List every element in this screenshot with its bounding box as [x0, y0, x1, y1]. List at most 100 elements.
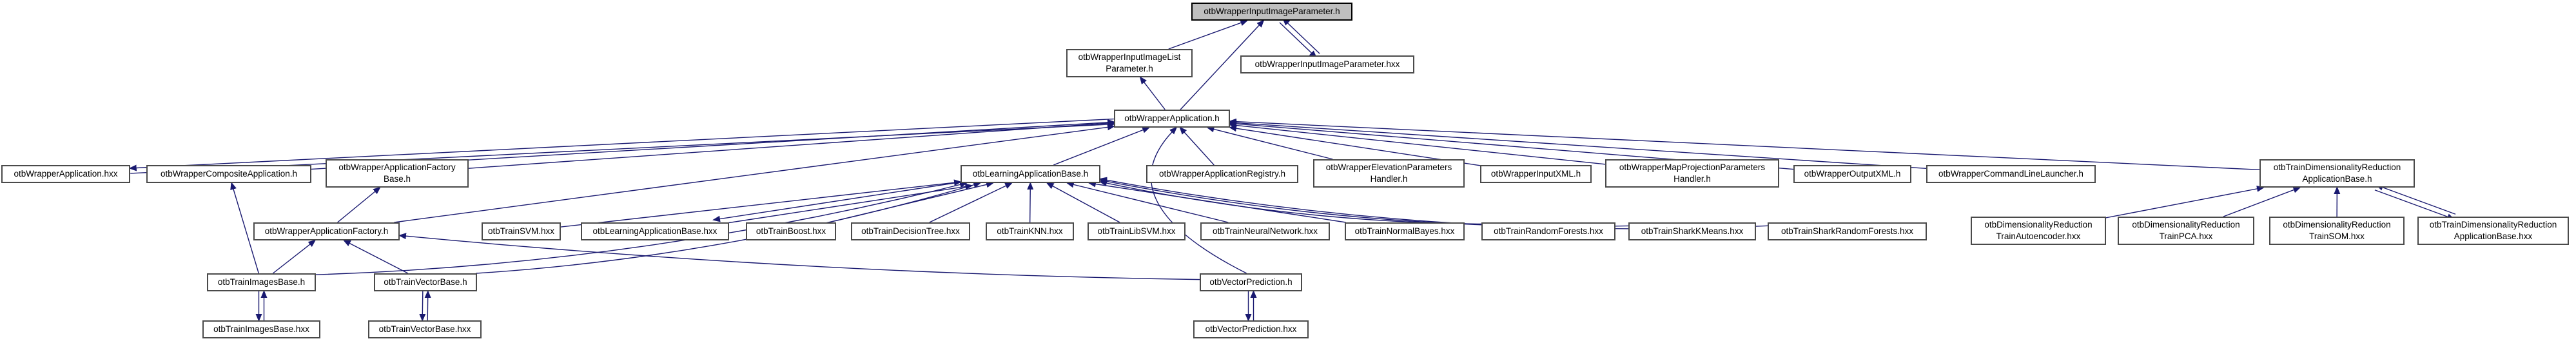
edge-app-to-root — [1180, 19, 1265, 110]
edge-cmdLine-to-app — [1229, 119, 1927, 170]
edge-trainImagesBase-to-appFactory — [272, 239, 317, 274]
graph-node-vectorPrediction[interactable]: otbVectorPrediction.h — [1200, 273, 1302, 291]
edge-dimRedPCA-to-trainDimRed — [2223, 186, 2301, 217]
graph-node-label: otbTrainDecisionTree.hxx — [861, 226, 960, 237]
graph-node-learnBase[interactable]: otbLearningApplicationBase.h — [961, 165, 1100, 183]
edge-appFactory-to-app — [394, 124, 1115, 223]
graph-node-trainDecisionTree[interactable]: otbTrainDecisionTree.hxx — [851, 222, 970, 240]
graph-node-cmdLine[interactable]: otbWrapperCommandLineLauncher.h — [1926, 165, 2096, 183]
graph-node-label: otbWrapperApplication.h — [1124, 113, 1220, 124]
edge-vectorPrediction-to-app — [1151, 126, 1247, 274]
graph-node-label: TrainAutoencoder.hxx — [1996, 231, 2081, 241]
graph-node-registry[interactable]: otbWrapperApplicationRegistry.h — [1146, 165, 1298, 183]
graph-node-label: Parameter.h — [1106, 64, 1153, 73]
edge-trainVectorBase-to-trainVectorBaseHxx — [419, 291, 426, 322]
graph-node-trainNeuralNetwork[interactable]: otbTrainNeuralNetwork.hxx — [1200, 222, 1330, 240]
edge-learnBase-to-learnBaseHxx — [712, 180, 971, 222]
graph-node-label: otbLearningApplicationBase.h — [972, 169, 1089, 179]
graph-node-label: otbTrainRandomForests.hxx — [1494, 226, 1603, 237]
graph-node-label: otbWrapperApplicationFactory — [338, 162, 456, 173]
graph-node-trainLibSVM[interactable]: otbTrainLibSVM.hxx — [1088, 222, 1186, 240]
graph-node-label: otbDimensionalityReduction — [2132, 220, 2240, 230]
graph-node-trainNormalBayes[interactable]: otbTrainNormalBayes.hxx — [1345, 222, 1465, 240]
graph-node-trainSharkRF[interactable]: otbTrainSharkRandomForests.hxx — [1768, 222, 1927, 240]
graph-node-label: otbVectorPrediction.hxx — [1205, 324, 1297, 335]
edge-trainSVM-to-learnBase — [560, 179, 962, 228]
edge-vectorPrediction-to-appFactory — [398, 233, 1200, 280]
edge-root-to-inParamHxx — [1279, 22, 1318, 59]
graph-node-label: otbTrainVectorBase.hxx — [378, 324, 471, 335]
graph-node-inputXML[interactable]: otbWrapperInputXML.h — [1480, 165, 1592, 183]
graph-node-trainSharkKMeans[interactable]: otbTrainSharkKMeans.hxx — [1628, 222, 1756, 240]
graph-node-label: otbWrapperCommandLineLauncher.h — [1938, 169, 2083, 179]
graph-node-learnBaseHxx[interactable]: otbLearningApplicationBase.hxx — [581, 222, 729, 240]
graph-node-inParamHxx[interactable]: otbWrapperInputImageParameter.hxx — [1240, 55, 1414, 73]
edge-app-to-inListParam — [1139, 76, 1166, 110]
edge-trainImagesBase-to-composite — [230, 182, 259, 274]
graph-node-label: otbWrapperInputImageParameter.hxx — [1254, 59, 1400, 70]
graph-node-label: otbTrainVectorBase.h — [384, 277, 467, 287]
edge-trainDimRed-to-app — [1229, 118, 2260, 171]
graph-node-label: otbDimensionalityReduction — [1984, 220, 2093, 230]
graph-node-trainSVM[interactable]: otbTrainSVM.hxx — [482, 222, 561, 240]
graph-node-label: otbWrapperInputImageParameter.h — [1204, 6, 1340, 17]
graph-node-label: otbTrainDimensionalityReduction — [2273, 162, 2401, 173]
graph-node-trainRandomForests[interactable]: otbTrainRandomForests.hxx — [1481, 222, 1615, 240]
graph-node-label: otbDimensionalityReduction — [2283, 220, 2391, 230]
graph-node-trainBoost[interactable]: otbTrainBoost.hxx — [746, 222, 836, 240]
edge-trainVectorBase-to-learnBase — [476, 182, 982, 274]
graph-node-appFactory[interactable]: otbWrapperApplicationFactory.h — [253, 222, 400, 240]
graph-node-outputXML[interactable]: otbWrapperOutputXML.h — [1793, 165, 1911, 183]
graph-node-label: TrainPCA.hxx — [2159, 231, 2213, 241]
graph-node-app[interactable]: otbWrapperApplication.h — [1114, 110, 1230, 128]
graph-node-label: Handler.h — [1673, 174, 1711, 184]
edge-factoryBase-to-app — [468, 120, 1115, 169]
graph-node-label: otbVectorPrediction.h — [1209, 277, 1293, 287]
graph-node-label: otbTrainSharkKMeans.hxx — [1641, 226, 1744, 237]
edge-trainDimRedHxx-to-trainDimRed — [2375, 184, 2456, 215]
graph-node-label: ApplicationBase.h — [2302, 174, 2372, 184]
edge-mapProj-to-app — [1229, 122, 1606, 165]
graph-node-root[interactable]: otbWrapperInputImageParameter.h — [1191, 3, 1352, 21]
graph-node-trainImagesBaseHxx[interactable]: otbTrainImagesBase.hxx — [202, 320, 320, 338]
graph-node-trainVectorBaseHxx[interactable]: otbTrainVectorBase.hxx — [368, 320, 482, 338]
graph-node-label: otbWrapperInputXML.h — [1490, 169, 1581, 179]
graph-node-vectorPredictionHxx[interactable]: otbVectorPrediction.hxx — [1193, 320, 1309, 338]
edge-trainDecisionTree-to-learnBase — [929, 182, 1013, 223]
graph-node-trainImagesBase[interactable]: otbTrainImagesBase.h — [207, 273, 316, 291]
graph-node-label: otbWrapperApplicationRegistry.h — [1158, 169, 1286, 179]
edge-inListParam-to-root — [1168, 19, 1249, 50]
graph-node-label: Base.h — [383, 174, 411, 184]
graph-node-label: otbWrapperApplication.hxx — [14, 169, 118, 179]
graph-node-trainVectorBase[interactable]: otbTrainVectorBase.h — [374, 273, 477, 291]
graph-node-label: otbWrapperMapProjectionParameters — [1619, 162, 1766, 173]
graph-node-label: TrainSOM.hxx — [2309, 231, 2365, 241]
graph-node-label: otbTrainImagesBase.hxx — [213, 324, 309, 335]
graph-node-label: otbWrapperInputImageList — [1078, 52, 1181, 63]
graph-node-trainKNN[interactable]: otbTrainKNN.hxx — [986, 222, 1074, 240]
edge-app-to-appHxx — [128, 118, 1114, 171]
graph-node-label: otbTrainNormalBayes.hxx — [1354, 226, 1455, 237]
edge-trainNeuralNetwork-to-learnBase — [1066, 181, 1229, 223]
edge-inParamHxx-to-root — [1282, 17, 1320, 54]
graph-node-label: otbWrapperApplicationFactory.h — [264, 226, 389, 237]
edge-trainDimRed-to-trainDimRedHxx — [2374, 190, 2455, 220]
graph-node-composite[interactable]: otbWrapperCompositeApplication.h — [146, 165, 311, 183]
graph-node-appHxx[interactable]: otbWrapperApplication.hxx — [1, 165, 130, 183]
graph-node-label: otbTrainBoost.hxx — [756, 226, 826, 237]
graph-node-label: otbTrainSharkRandomForests.hxx — [1781, 226, 1914, 237]
graph-node-label: otbTrainDimensionalityReduction — [2429, 220, 2557, 230]
graph-node-label: otbTrainLibSVM.hxx — [1097, 226, 1176, 237]
edge-trainImagesBase-to-learnBase — [315, 181, 968, 275]
graph-node-label: otbTrainNeuralNetwork.hxx — [1212, 226, 1318, 237]
